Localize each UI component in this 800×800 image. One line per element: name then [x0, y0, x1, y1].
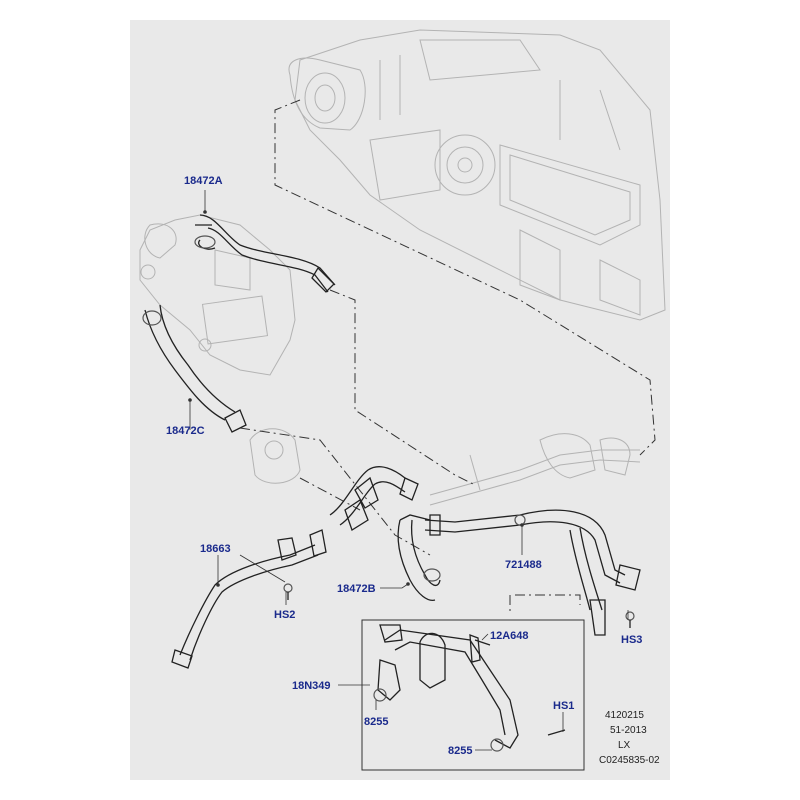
diagram-background [130, 20, 670, 780]
callout-18N349: 18N349 [292, 680, 331, 692]
callout-8255-right: 8255 [448, 745, 472, 757]
ref-drawing-number: C0245835-02 [599, 755, 660, 766]
pipe-18663 [171, 529, 327, 669]
inset-box [361, 619, 585, 771]
hose-18472B [329, 466, 441, 601]
engine-component [139, 214, 296, 376]
callout-HS3: HS3 [621, 634, 642, 646]
callout-8255-left: 8255 [364, 716, 388, 728]
hose-721488 [424, 509, 641, 636]
ref-model: LX [618, 740, 631, 751]
hvac-module [288, 29, 666, 321]
callout-721488: 721488 [505, 559, 542, 571]
ref-date: 51-2013 [610, 725, 647, 736]
heater-pipe-assembly [429, 433, 641, 506]
callout-18472A: 18472A [184, 175, 223, 187]
callout-18663: 18663 [200, 543, 231, 555]
ref-code: 4120215 [605, 710, 644, 721]
callout-labels: 18472A 18472C 18663 HS2 18472B 721488 HS… [166, 175, 642, 757]
hose-18472A [194, 214, 336, 293]
hose-18472C [142, 304, 247, 433]
reference-block: 4120215 51-2013 LX C0245835-02 [599, 710, 660, 766]
callout-HS1: HS1 [553, 700, 574, 712]
callout-12A648: 12A648 [490, 630, 529, 642]
callout-18472B: 18472B [337, 583, 376, 595]
callout-HS2: HS2 [274, 609, 295, 621]
callout-18472C: 18472C [166, 425, 205, 437]
connection-lines [239, 99, 656, 615]
fastener-hs3 [625, 611, 635, 628]
leader-lines [188, 190, 629, 751]
fastener-hs2 [283, 583, 293, 600]
water-valve [249, 428, 301, 484]
